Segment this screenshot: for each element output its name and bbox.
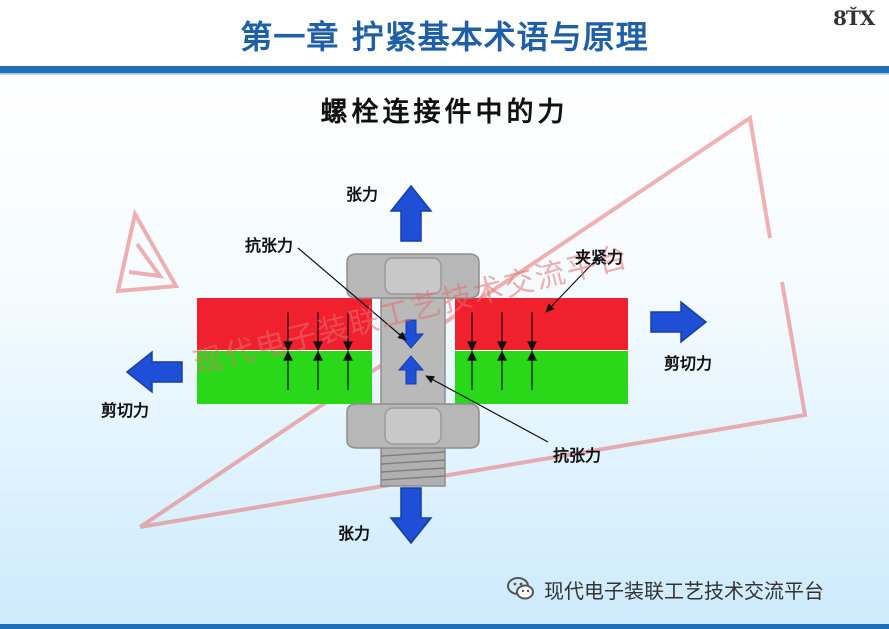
label-tension-top: 张力 (346, 185, 379, 204)
label-shear-left: 剪切力 (101, 401, 150, 420)
header-divider-light (0, 73, 889, 75)
lower-plate-right (455, 351, 628, 404)
label-tensile-lower: 抗张力 (553, 446, 602, 465)
tension-arrow-up (389, 184, 433, 242)
tensile-arrow-up (397, 355, 425, 385)
label-tensile-upper: 抗张力 (245, 236, 294, 255)
tension-arrow-down (389, 487, 433, 545)
logo: 8ŤX (833, 6, 885, 32)
shear-arrow-left (125, 350, 183, 394)
header-divider (0, 66, 889, 73)
wechat-icon (507, 577, 534, 600)
logo-text: 8ŤX (833, 6, 875, 30)
bolt (346, 253, 480, 487)
label-clamp-force: 夹紧力 (575, 248, 624, 267)
header: 第一章 拧紧基本术语与原理 8ŤX (0, 0, 889, 66)
leader-clamp (545, 261, 595, 313)
footer-text: 现代电子装联工艺技术交流平台 (544, 578, 824, 603)
footer-brand: 现代电子装联工艺技术交流平台 (506, 574, 824, 604)
footer-divider (0, 624, 889, 629)
chapter-title: 第一章 拧紧基本术语与原理 (240, 18, 649, 56)
slide-title: 螺栓连接件中的力 (320, 97, 569, 128)
upper-plate-right (455, 298, 628, 350)
leader-tensile-upper (297, 247, 407, 341)
shear-arrow-right (650, 300, 708, 344)
leader-tensile-lower (425, 375, 549, 443)
label-tension-bottom: 张力 (338, 524, 371, 543)
label-shear-right: 剪切力 (664, 354, 713, 373)
clamp-force-arrows (283, 312, 537, 390)
upper-plate-left (197, 298, 372, 350)
